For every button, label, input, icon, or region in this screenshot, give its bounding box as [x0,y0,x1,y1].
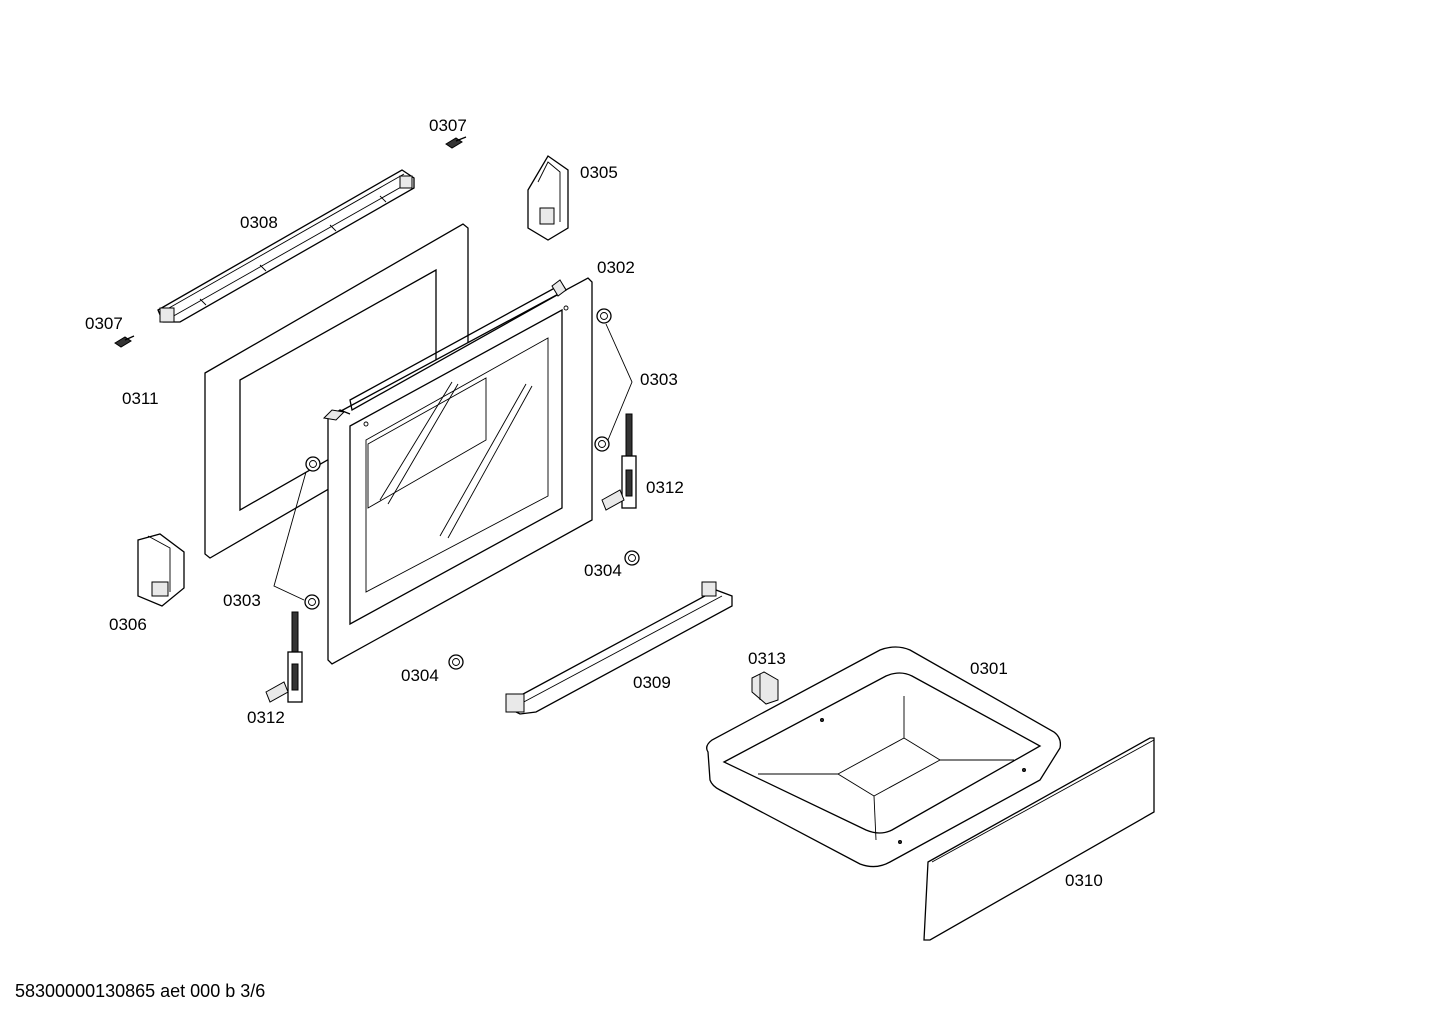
bushing-icon [304,594,320,610]
callout-0303-left: 0303 [223,591,261,610]
callout-0304-left: 0304 [401,666,439,685]
door-hinge-0312-right [601,413,637,511]
callout-0311: 0311 [122,389,159,408]
callout-0302: 0302 [597,258,635,277]
callout-0312-left: 0312 [247,708,285,727]
callout-0310: 0310 [1065,871,1103,890]
hinge-bracket-0306 [137,533,185,607]
bushing-icon [594,436,610,452]
door-inner-frame-0302 [322,277,593,665]
leader-line [273,471,307,601]
callout-0306: 0306 [109,615,147,634]
bushing-icon [448,654,464,670]
callout-0309: 0309 [633,673,671,692]
callout-0307-top: 0307 [429,116,467,135]
leader-line [605,323,633,441]
callout-0304-right: 0304 [584,561,622,580]
bushing-icon [305,456,321,472]
bushing-icon [624,550,640,566]
screw-icon [445,136,467,149]
screw-icon [114,335,135,348]
drawer-tray-0301 [706,646,1062,868]
door-hinge-0312-left [265,611,303,703]
callout-0303-right: 0303 [640,370,678,389]
bushing-icon [596,308,612,324]
door-top-profile-0308 [157,169,415,323]
callout-0305: 0305 [580,163,618,182]
document-reference: 58300000130865 aet 000 b 3/6 [15,981,266,1001]
callout-0301: 0301 [970,659,1008,678]
clip-0313 [751,671,779,705]
callout-0308: 0308 [240,213,278,232]
callout-0312-right: 0312 [646,478,684,497]
hinge-bracket-0305 [527,155,569,241]
drawer-front-panel-0310 [923,737,1155,941]
door-handle-0309 [505,581,733,715]
callout-0313: 0313 [748,649,786,668]
callout-0307-left: 0307 [85,314,123,333]
